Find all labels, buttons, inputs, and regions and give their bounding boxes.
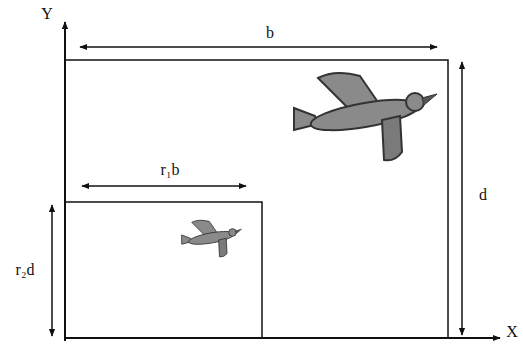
width-dimension bbox=[80, 46, 437, 48]
height-dimension bbox=[461, 62, 463, 335]
small-frame bbox=[65, 202, 262, 338]
dimension-label: r₁b bbox=[159, 161, 182, 179]
large-bird bbox=[294, 73, 437, 160]
axis-label: Y bbox=[39, 5, 55, 23]
large-frame bbox=[65, 60, 448, 338]
axis-label: X bbox=[504, 323, 520, 341]
dimension-label: r₂d bbox=[14, 261, 37, 279]
small-height-dimension bbox=[51, 205, 53, 336]
dimension-label: d bbox=[477, 186, 489, 204]
small-width-dimension bbox=[82, 185, 246, 187]
dimension-label: b bbox=[264, 24, 276, 42]
small-bird bbox=[182, 220, 242, 257]
